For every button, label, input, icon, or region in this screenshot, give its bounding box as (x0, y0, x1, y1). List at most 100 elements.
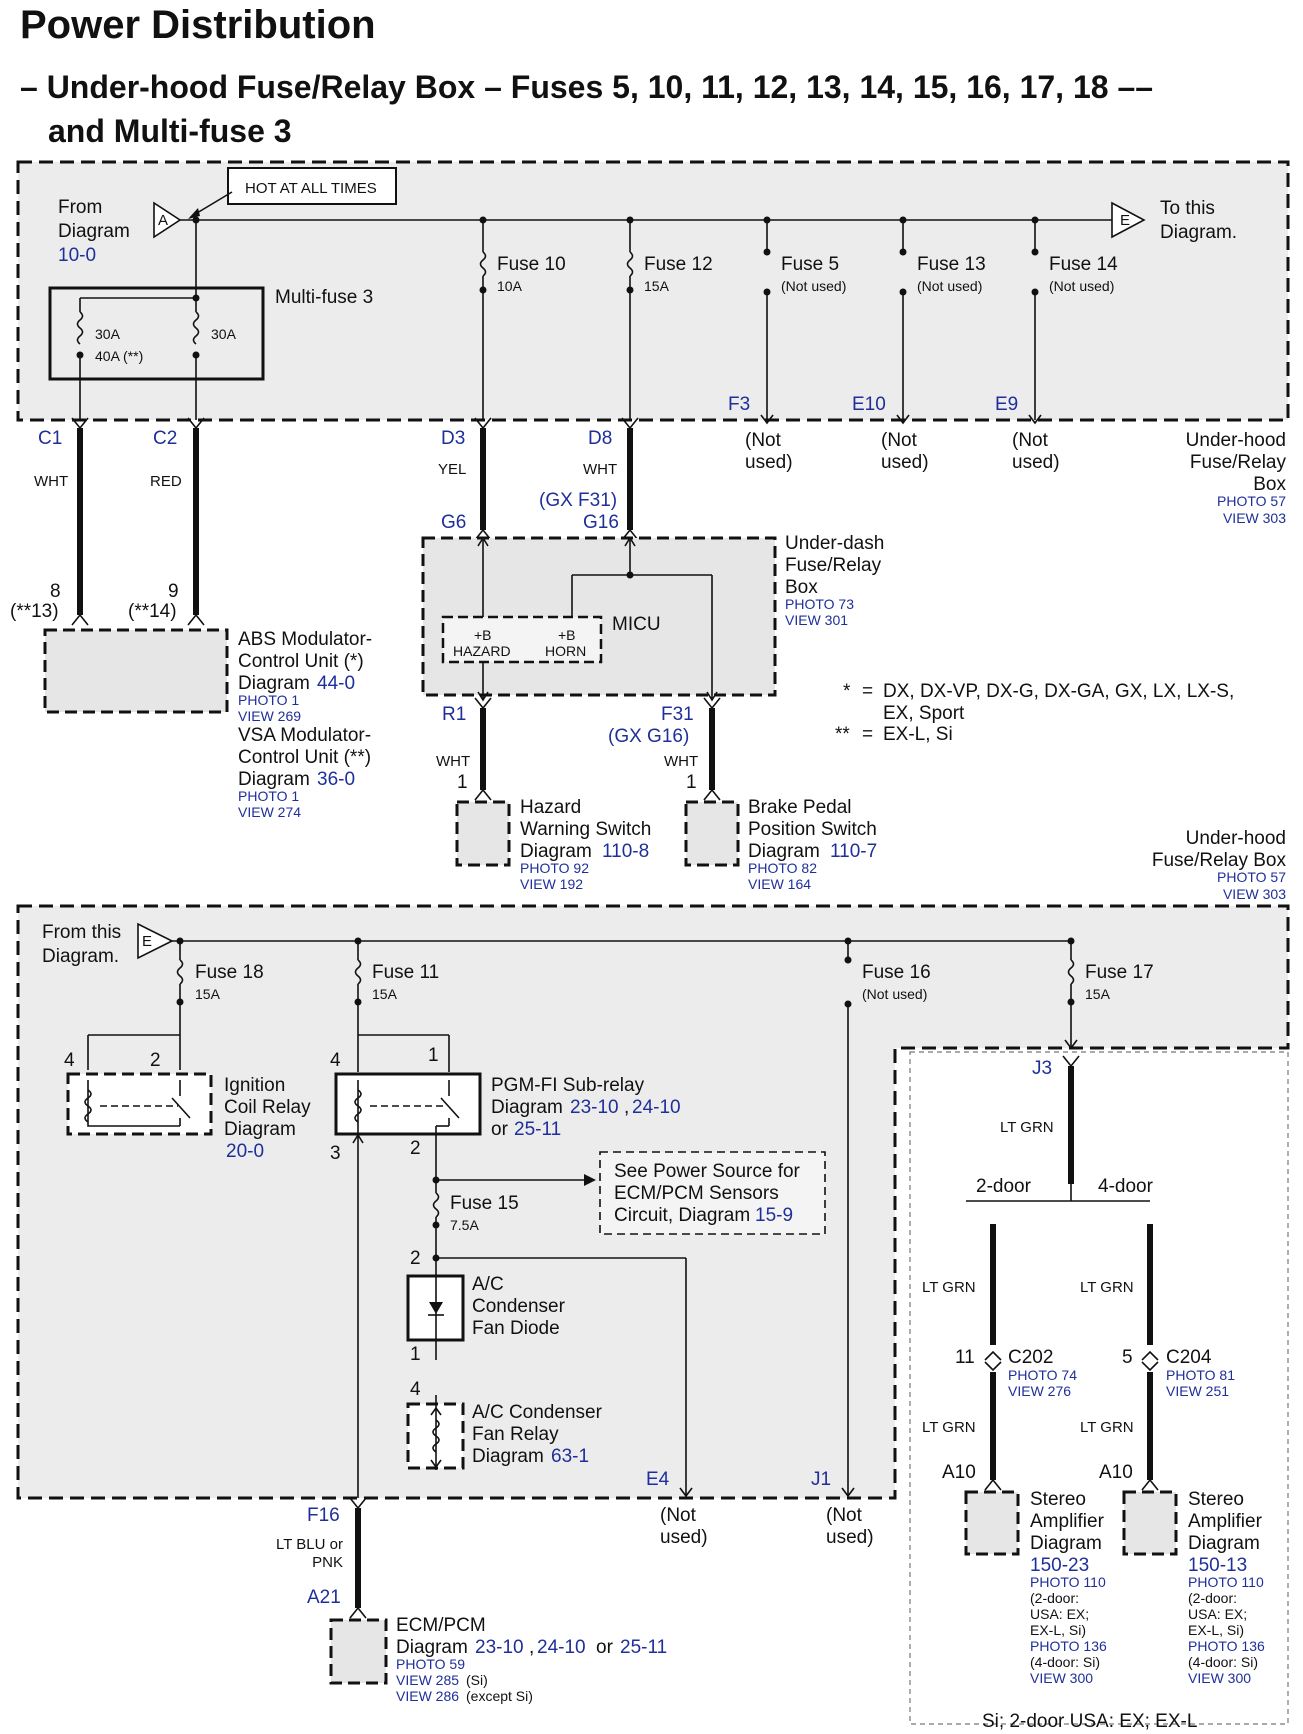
brake-diagram-link[interactable]: 110-7 (830, 841, 877, 862)
svg-text:A10: A10 (942, 1462, 976, 1483)
svg-text:15A: 15A (195, 986, 221, 1002)
svg-text:Circuit, Diagram: Circuit, Diagram (614, 1205, 750, 1226)
svg-text:VIEW 285[interactable]: VIEW 285 (396, 1672, 459, 1688)
fuse-18: Fuse 18 15A (176, 937, 264, 1070)
svg-text:23-10[interactable]: 23-10 (475, 1637, 524, 1658)
svg-text:Position Switch: Position Switch (748, 819, 877, 840)
multifuse-3-box (48, 286, 265, 381)
ignition-relay-diagram-link[interactable]: 20-0 (226, 1141, 264, 1162)
abs-modulator-control-unit (43, 628, 229, 714)
svg-text:VIEW 301[interactable]: VIEW 301 (785, 612, 848, 628)
svg-text:Diagram: Diagram (1030, 1533, 1102, 1554)
connector-g16: G16 (583, 512, 619, 533)
svg-text:PHOTO 136[interactable]: PHOTO 136 (1030, 1638, 1107, 1654)
svg-text:VIEW 251[interactable]: VIEW 251 (1166, 1383, 1229, 1399)
svg-text:Fuse/Relay: Fuse/Relay (785, 555, 882, 576)
svg-text:EX, Sport: EX, Sport (883, 703, 965, 724)
svg-text:Fuse/Relay Box: Fuse/Relay Box (1152, 850, 1287, 871)
stereo-2door-diagram-link[interactable]: 150-23 (1030, 1555, 1089, 1576)
svg-text:Diagram: Diagram (1188, 1533, 1260, 1554)
svg-text:VIEW 303[interactable]: VIEW 303 (1223, 886, 1286, 902)
svg-text:LT BLU or: LT BLU or (276, 1536, 343, 1553)
e10-not-used: (Not (881, 430, 918, 451)
two-door-label: 2-door (976, 1176, 1032, 1197)
f3-not-used: (Not (745, 430, 782, 451)
wire-d3-color: YEL (438, 461, 466, 478)
svg-text:Coil Relay: Coil Relay (224, 1097, 311, 1118)
svg-text:VIEW 300[interactable]: VIEW 300 (1188, 1670, 1251, 1686)
fuse-14: Fuse 14 (Not used) (1031, 216, 1118, 420)
from-text2: Diagram (58, 221, 130, 242)
svg-text:PGM-FI Sub-relay: PGM-FI Sub-relay (491, 1075, 645, 1096)
multifuse-30a-40a-symbol (76, 311, 84, 345)
stereo-footer-note: Si; 2-door USA: EX; EX-L (982, 1711, 1197, 1732)
abs-diagram-link[interactable]: 44-0 (317, 673, 355, 694)
svg-text:Fuse 16: Fuse 16 (862, 962, 931, 983)
svg-text:PHOTO 81[interactable]: PHOTO 81 (1166, 1367, 1235, 1383)
svg-text:23-10[interactable]: 23-10 (570, 1097, 619, 1118)
stereo-4door-diagram-link[interactable]: 150-13 (1188, 1555, 1247, 1576)
svg-text:24-10[interactable]: 24-10 (537, 1637, 586, 1658)
svg-text:(except Si): (except Si) (466, 1688, 533, 1704)
terminal-e9: E9 (995, 394, 1018, 415)
svg-text:PHOTO 59[interactable]: PHOTO 59 (396, 1656, 465, 1672)
svg-text:VIEW 300[interactable]: VIEW 300 (1030, 1670, 1093, 1686)
svg-text:**: ** (835, 724, 850, 745)
svg-text:PHOTO 57[interactable]: PHOTO 57 (1217, 869, 1286, 885)
svg-text:PHOTO 74[interactable]: PHOTO 74 (1008, 1367, 1077, 1383)
svg-text:VIEW 164[interactable]: VIEW 164 (748, 876, 811, 892)
fuse-16: Fuse 16 (Not used) (844, 937, 931, 1496)
svg-text:PNK: PNK (312, 1554, 343, 1571)
connector-c202: C202 (1008, 1347, 1053, 1368)
e9-not-used: (Not (1012, 430, 1049, 451)
svg-text:PHOTO 82[interactable]: PHOTO 82 (748, 860, 817, 876)
svg-text:PHOTO 110[interactable]: PHOTO 110 (1030, 1574, 1106, 1590)
svg-text:1: 1 (686, 772, 697, 793)
underhood-view-link[interactable]: VIEW 303 (1223, 510, 1286, 526)
svg-text:Fuse 17: Fuse 17 (1085, 962, 1154, 983)
svg-text:+B: +B (474, 627, 492, 643)
fuse-13-label: Fuse 13 (917, 254, 986, 275)
svg-text:or: or (491, 1119, 509, 1140)
svg-text:15A: 15A (372, 986, 398, 1002)
svg-text:used): used) (1012, 452, 1060, 473)
svg-text:Brake Pedal: Brake Pedal (748, 797, 852, 818)
multifuse-30a-symbol (192, 311, 200, 345)
svg-text:5: 5 (1122, 1347, 1133, 1368)
svg-text:PHOTO 136[interactable]: PHOTO 136 (1188, 1638, 1265, 1654)
terminal-e10: E10 (852, 394, 886, 415)
hazard-diagram-link[interactable]: 110-8 (602, 841, 649, 862)
svg-text:See Power Source for: See Power Source for (614, 1161, 801, 1182)
svg-text:25-11[interactable]: 25-11 (514, 1119, 561, 1140)
svg-text:PHOTO 1[interactable]: PHOTO 1 (238, 692, 299, 708)
svg-text:Diagram: Diagram (224, 1119, 296, 1140)
vsa-diagram-link[interactable]: 36-0 (317, 769, 355, 790)
svg-text:PHOTO 73[interactable]: PHOTO 73 (785, 596, 854, 612)
svg-text:24-10[interactable]: 24-10 (632, 1097, 681, 1118)
svg-text:(Not: (Not (826, 1505, 863, 1526)
svg-text:VIEW 276[interactable]: VIEW 276 (1008, 1383, 1071, 1399)
svg-text:PHOTO 1[interactable]: PHOTO 1 (238, 788, 299, 804)
svg-text:11: 11 (955, 1347, 975, 1368)
svg-text:25-11[interactable]: 25-11 (620, 1637, 667, 1658)
connector-a21: A21 (307, 1587, 341, 1608)
svg-text:,: , (529, 1637, 534, 1658)
see-power-source-link[interactable]: 15-9 (755, 1205, 793, 1226)
svg-text:PHOTO 110[interactable]: PHOTO 110 (1188, 1574, 1264, 1590)
svg-text:EX-L, Si): EX-L, Si) (1188, 1622, 1244, 1638)
stereo-option-frame (909, 1051, 1289, 1725)
svg-text:Fuse 15: Fuse 15 (450, 1193, 519, 1214)
svg-text:PHOTO 92[interactable]: PHOTO 92 (520, 860, 589, 876)
connector-f16: F16 (307, 1505, 340, 1526)
from-ref-link[interactable]: 10-0 (58, 245, 96, 266)
svg-text:Fuse 18: Fuse 18 (195, 962, 264, 983)
svg-text:(4-door: Si): (4-door: Si) (1030, 1654, 1100, 1670)
svg-text:VIEW 274[interactable]: VIEW 274 (238, 804, 301, 820)
underhood-photo-link[interactable]: PHOTO 57 (1217, 493, 1286, 509)
connector-r1: R1 (442, 704, 466, 725)
svg-text:VIEW 269[interactable]: VIEW 269 (238, 708, 301, 724)
svg-text:LT GRN: LT GRN (1080, 1279, 1134, 1296)
svg-text:VIEW 286[interactable]: VIEW 286 (396, 1688, 459, 1704)
svg-text:VIEW 192[interactable]: VIEW 192 (520, 876, 583, 892)
fan-relay-diagram-link[interactable]: 63-1 (551, 1446, 589, 1467)
